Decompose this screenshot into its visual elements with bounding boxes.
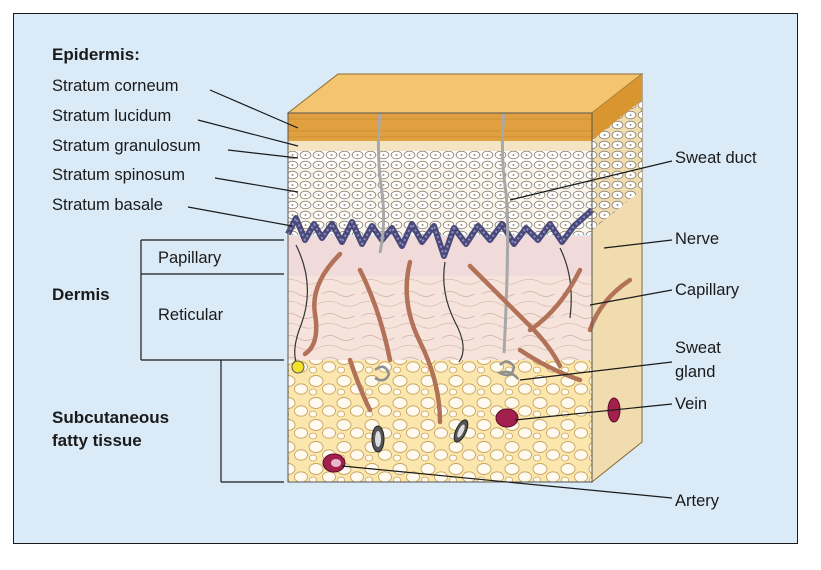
subcutaneous-heading-line2: fatty tissue xyxy=(52,431,142,450)
dermis-heading: Dermis xyxy=(52,285,110,304)
label-capillary: Capillary xyxy=(675,281,740,299)
nerve-ending xyxy=(291,360,305,374)
label-sweat-gland-line2: gland xyxy=(675,363,716,381)
nerve-shape xyxy=(294,244,308,366)
epidermis-right-face xyxy=(592,100,642,230)
label-artery: Artery xyxy=(675,492,720,510)
sweat-duct-shape xyxy=(376,112,386,254)
stratum-basale-line xyxy=(285,207,594,259)
label-stratum-spinosum: Stratum spinosum xyxy=(52,166,185,184)
label-reticular: Reticular xyxy=(158,306,224,324)
corneum-top-face xyxy=(286,73,644,114)
label-stratum-granulosum: Stratum granulosum xyxy=(52,137,201,155)
label-sweat-gland-line1: Sweat xyxy=(675,339,721,357)
label-stratum-basale: Stratum basale xyxy=(52,196,163,214)
leader-lines xyxy=(187,89,673,499)
label-vein: Vein xyxy=(675,395,708,413)
corneum-right-face xyxy=(592,74,642,140)
stratum-lucidum-band xyxy=(288,141,592,151)
label-nerve: Nerve xyxy=(675,230,720,248)
label-sweat-duct: Sweat duct xyxy=(675,149,757,167)
label-papillary: Papillary xyxy=(158,249,222,267)
subcutaneous-heading-line1: Subcutaneous xyxy=(52,408,170,427)
epidermis-heading: Epidermis: xyxy=(52,45,140,64)
vein-shape xyxy=(495,408,519,428)
sweat-duct-shape-2 xyxy=(500,112,510,354)
label-stratum-corneum: Stratum corneum xyxy=(52,77,179,95)
label-stratum-lucidum: Stratum lucidum xyxy=(52,107,172,125)
layer-brackets xyxy=(140,239,284,483)
